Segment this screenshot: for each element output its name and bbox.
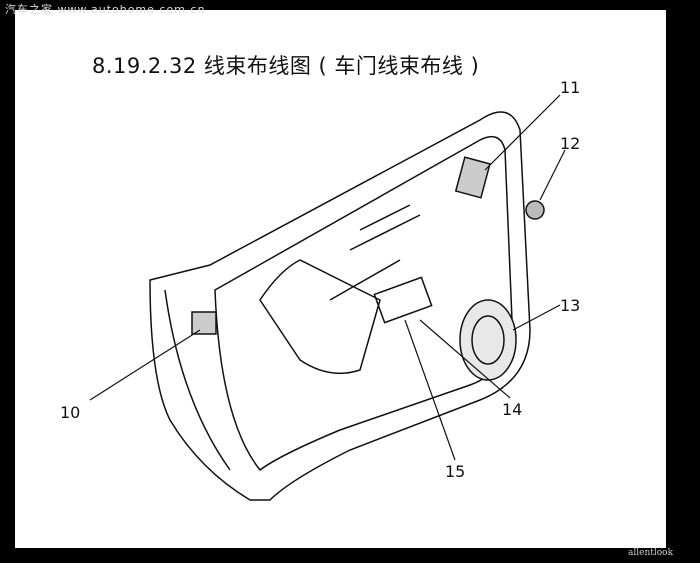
callout-12: 12	[560, 134, 581, 153]
page-title: 8.19.2.32 线束布线图 ( 车门线束布线 )	[92, 54, 480, 78]
callout-10: 10	[60, 403, 81, 422]
inner-panel	[214, 135, 513, 472]
connector-12	[525, 200, 545, 220]
leader-lines	[89, 94, 566, 461]
callout-13: 13	[560, 296, 581, 315]
module-11	[454, 156, 491, 199]
window-switch	[373, 276, 433, 324]
diagram-panel	[15, 10, 666, 548]
watermark-top: 汽车之家 www.autohome.com.cn	[5, 3, 206, 16]
callout-11: 11	[560, 78, 581, 97]
callout-14: 14	[502, 400, 523, 419]
speaker-13	[459, 299, 517, 381]
watermark-bottom: allentlook	[628, 548, 674, 558]
callout-15: 15	[445, 462, 466, 481]
connector-10	[191, 311, 217, 335]
door-opening	[259, 259, 381, 375]
door-outline	[149, 111, 531, 501]
